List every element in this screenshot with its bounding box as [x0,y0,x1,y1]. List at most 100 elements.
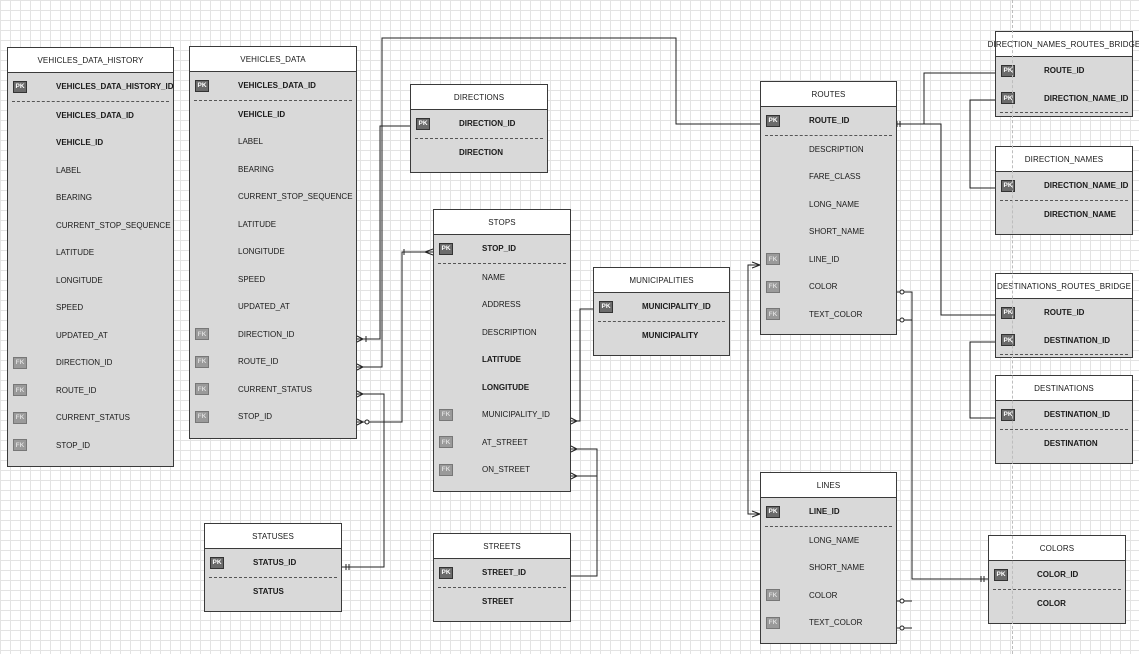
foreign-key-icon: FK [766,308,780,321]
link-direction [357,125,410,340]
field-name: STOP_ID [56,440,91,450]
field-name: STOP_ID [238,412,273,422]
field-name: COLOR [809,590,838,600]
primary-key-icon: PK [1001,408,1015,421]
field-name: LATITUDE [238,219,277,229]
field-name: STREET_ID [482,568,527,578]
field-row: VEHICLE_ID [8,129,173,157]
field-name: LABEL [238,137,263,147]
link-drb-dest [969,341,995,419]
field-row: FK ROUTE_ID [190,348,356,376]
field-name: STATUS [253,586,284,596]
field-name: VEHICLES_DATA_HISTORY_ID [56,82,174,92]
entity-title: LINES [761,473,896,498]
field-name: DIRECTION_NAME_ID [1044,181,1129,191]
field-name: DIRECTION_ID [56,358,113,368]
field-name: VEHICLES_DATA_ID [238,81,316,91]
field-row: DIRECTION_NAME [996,201,1132,229]
field-name: SPEED [238,274,266,284]
field-name: CURRENT_STOP_SEQUENCE [238,192,353,202]
field-row: LONG_NAME [761,527,896,555]
field-row: LATITUDE [190,211,356,239]
primary-key-icon: PK [1001,306,1015,319]
field-row: PK DESTINATION_ID [1000,401,1128,430]
entity-title: DIRECTIONS [411,85,547,110]
primary-key-icon: PK [994,568,1008,581]
field-name: ROUTE_ID [238,357,279,367]
field-row: UPDATED_AT [8,322,173,350]
field-row: LATITUDE [434,346,570,374]
field-name: BEARING [56,193,93,203]
field-name: DIRECTION_ID [238,329,295,339]
link-at-street [571,448,598,577]
entity-title: DESTINATIONS_ROUTES_BRIDGE [996,274,1132,299]
field-row: VEHICLES_DATA_ID [8,102,173,130]
field-name: CURRENT_STATUS [56,413,130,423]
field-name: MUNICIPALITY [642,330,699,340]
link-dnrb-dn [969,99,995,189]
field-name: SPEED [56,303,84,313]
field-row: LONGITUDE [190,238,356,266]
field-name: MUNICIPALITY_ID [642,302,711,312]
field-name: DESTINATION [1044,438,1098,448]
entity-title: DIRECTION_NAMES [996,147,1132,172]
field-row: LABEL [8,157,173,185]
field-row: UPDATED_AT [190,293,356,321]
field-name: UPDATED_AT [238,302,290,312]
foreign-key-icon: FK [195,383,209,396]
field-name: ROUTE_ID [1044,308,1085,318]
foreign-key-icon: FK [766,616,780,629]
field-name: ADDRESS [482,300,521,310]
field-row: DESCRIPTION [761,136,896,164]
link-stop [357,251,433,423]
field-row: PK ROUTE_ID [996,299,1132,327]
entity-title: DIRECTION_NAMES_ROUTES_BRIDGE [988,32,1139,57]
field-row: CURRENT_STOP_SEQUENCE [8,212,173,240]
primary-key-icon: PK [195,79,209,92]
field-name: TEXT_COLOR [809,309,863,319]
foreign-key-icon: FK [439,408,453,421]
primary-key-icon: PK [1001,92,1015,105]
field-name: DESTINATION_ID [1044,410,1111,420]
field-row: MUNICIPALITY [594,322,729,350]
field-row: DESTINATION [996,430,1132,458]
link-municipality [571,308,593,422]
field-row: DESCRIPTION [434,319,570,347]
field-name: DESTINATION_ID [1044,335,1111,345]
field-row: NAME [434,264,570,292]
foreign-key-icon: FK [195,355,209,368]
foreign-key-icon: FK [439,436,453,449]
field-name: LINE_ID [809,507,840,517]
field-name: VEHICLE_ID [56,138,104,148]
